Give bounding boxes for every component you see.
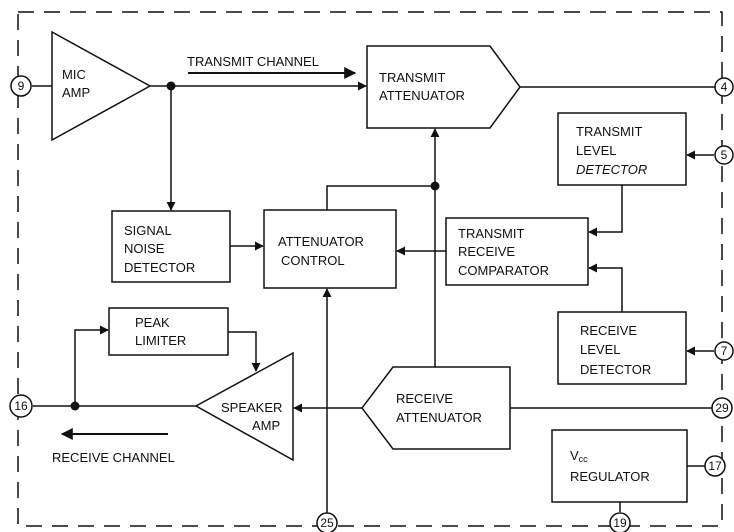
peak-limiter-label-1: PEAK <box>135 315 170 330</box>
receive-level-detector-label-1: RECEIVE <box>580 323 637 338</box>
peak-limiter-block <box>108 307 229 356</box>
vcc-subscript: cc <box>579 454 589 464</box>
pin-9-circle <box>10 75 32 97</box>
pin-19-label: 19 <box>613 516 627 530</box>
pin-17-circle <box>704 455 726 477</box>
speaker-amp-label-2: AMP <box>252 418 280 433</box>
pin-5-label: 5 <box>721 148 728 162</box>
signal-noise-detector-label-2: NOISE <box>124 241 165 256</box>
mic-amp-label-2: AMP <box>62 85 90 100</box>
signal-noise-detector-label-3: DETECTOR <box>124 260 195 275</box>
wire-rld-to-comp <box>588 263 623 312</box>
vcc-main: V <box>570 448 579 463</box>
transmit-level-detector-block <box>557 112 687 186</box>
pin-16-label: 16 <box>14 399 28 413</box>
junction-dot-output <box>70 401 80 411</box>
comparator-label-1: TRANSMIT <box>458 226 525 241</box>
pin-16-circle <box>9 394 33 418</box>
attenuator-control-block <box>263 209 397 289</box>
peak-limiter-label-2: LIMITER <box>135 333 186 348</box>
speaker-amp-block <box>194 351 294 462</box>
transmit-channel-label: TRANSMIT CHANNEL <box>187 54 319 69</box>
pin-17-label: 17 <box>708 459 722 473</box>
pin-7-circle <box>714 341 734 361</box>
receive-channel-label: RECEIVE CHANNEL <box>52 450 175 465</box>
transmit-level-detector-label-1: TRANSMIT <box>576 124 643 139</box>
transmit-attenuator-block <box>366 45 521 129</box>
transmit-level-detector-label-2: LEVEL <box>576 143 616 158</box>
receive-level-detector-label-2: LEVEL <box>580 342 620 357</box>
receive-level-detector-block <box>557 311 687 385</box>
attenuator-control-label-1: ATTENUATOR <box>278 234 364 249</box>
pin-4-circle <box>714 77 734 97</box>
transmit-attenuator-label-1: TRANSMIT <box>379 70 446 85</box>
pin-7-label: 7 <box>721 344 728 358</box>
vcc-regulator-label-2: REGULATOR <box>570 469 650 484</box>
receive-level-detector-label-3: DETECTOR <box>580 362 651 377</box>
wire-tld-to-comp <box>588 185 623 237</box>
wire-ctrl-to-junction <box>326 185 435 210</box>
receive-attenuator-label-2: ATTENUATOR <box>396 410 482 425</box>
vcc-regulator-label-1: Vcc <box>570 448 588 464</box>
speaker-amp-label-1: SPEAKER <box>221 400 282 415</box>
transmit-level-detector-label-3: DETECTOR <box>576 162 647 177</box>
pin-25-label: 25 <box>320 516 334 530</box>
chip-boundary <box>17 11 723 527</box>
wire-peak-to-spk <box>228 331 261 372</box>
pin-4-label: 4 <box>721 80 728 94</box>
pin-9-label: 9 <box>18 79 25 93</box>
wire-out-to-peak <box>74 325 109 406</box>
transmit-receive-comparator-block <box>445 217 589 286</box>
attenuator-control-label-2: CONTROL <box>281 253 345 268</box>
pin-29-label: 29 <box>715 401 729 415</box>
signal-noise-detector-label-1: SIGNAL <box>124 223 172 238</box>
transmit-attenuator-label-2: ATTENUATOR <box>379 88 465 103</box>
junction-dot-mic <box>166 81 176 91</box>
comparator-label-2: RECEIVE <box>458 244 515 259</box>
pin-29-circle <box>711 397 733 419</box>
junction-dot-control <box>430 181 440 191</box>
mic-amp-label-1: MIC <box>62 67 86 82</box>
comparator-label-3: COMPARATOR <box>458 263 549 278</box>
signal-noise-detector-block <box>111 210 231 283</box>
pin-25-circle <box>316 512 338 532</box>
receive-attenuator-label-1: RECEIVE <box>396 391 453 406</box>
pin-5-circle <box>714 145 734 165</box>
receive-attenuator-block <box>361 366 511 450</box>
pin-19-circle <box>609 512 631 532</box>
vcc-regulator-block <box>551 429 688 503</box>
